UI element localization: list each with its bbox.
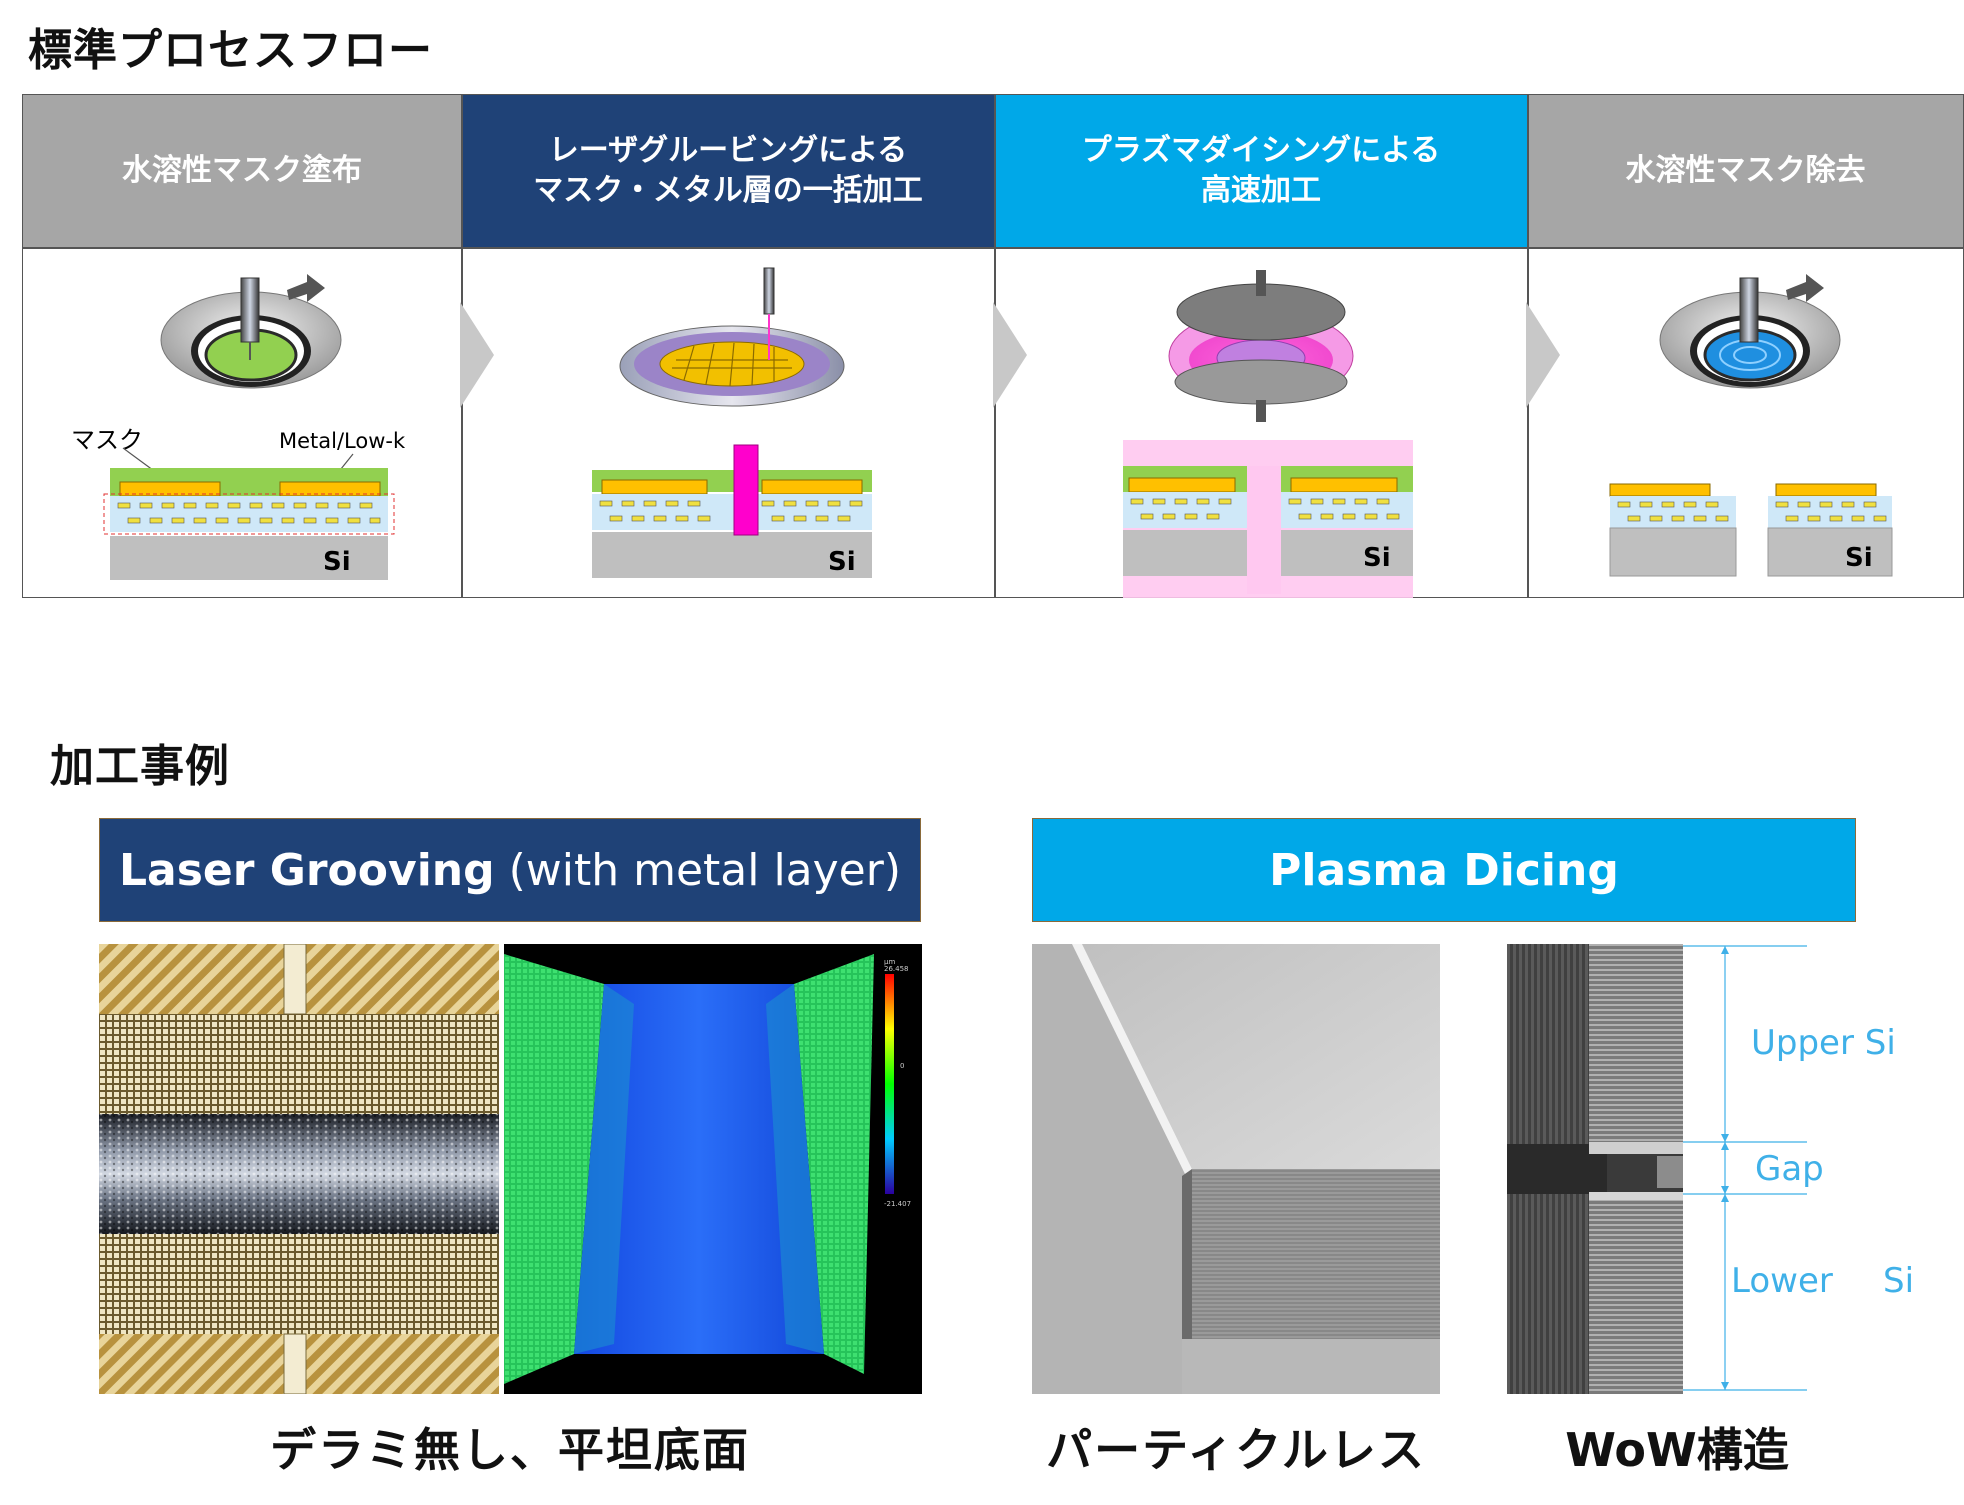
gap-label: Gap: [1755, 1149, 1824, 1189]
rinse-station-icon: [1659, 274, 1841, 389]
lower-si-label: Si: [1883, 1261, 1914, 1301]
laser-grooving-banner: Laser Grooving (with metal layer): [99, 818, 921, 922]
plasma-dicing-banner: Plasma Dicing: [1032, 818, 1856, 922]
si-label: Si: [1363, 543, 1391, 573]
laser-banner-rest: (with metal layer): [494, 844, 902, 896]
process-flow-title: 標準プロセスフロー: [28, 25, 433, 76]
plasma-diced-cross-section: Si: [1123, 440, 1413, 598]
flow-arrow-icon: [1526, 302, 1560, 408]
upper-si-label: Upper Si: [1751, 1023, 1896, 1063]
plasma-sem-corner-photo: [1032, 944, 1440, 1394]
step-4-diagram: Si: [1609, 274, 1893, 577]
flow-arrow-icon: [993, 302, 1027, 408]
metal-lowk-label: Metal/Low-k: [279, 429, 406, 453]
wow-dimension-annotation: Upper Si Gap Lower Si: [1683, 945, 1914, 1391]
flow-arrow-icon: [460, 302, 494, 408]
colorbar-max: 26.458: [884, 965, 909, 973]
step-2-diagram: Si: [592, 267, 872, 578]
process-flow-table: 水溶性マスク塗布 レーザグルービングによる マスク・メタル層の一括加工 プラズマ…: [22, 94, 1964, 598]
step-3-header: プラズマダイシングによる 高速加工: [995, 95, 1527, 247]
si-label: Si: [828, 547, 856, 577]
si-label: Si: [323, 547, 351, 577]
wow-caption: WoW構造: [1565, 1423, 1789, 1477]
colorbar-min: -21.407: [884, 1200, 911, 1208]
spin-coater-icon: [160, 274, 342, 389]
examples-title: 加工事例: [50, 741, 230, 792]
plasma-wow-sem-photo: [1507, 944, 1683, 1394]
grooved-stack-cross-section: Si: [592, 444, 872, 578]
laser-groove-microscope-photo: [99, 944, 499, 1394]
step-2-header: レーザグルービングによる マスク・メタル層の一括加工: [462, 95, 994, 247]
lower-label: Lower: [1731, 1261, 1833, 1301]
colorbar-mid: 0: [900, 1062, 904, 1070]
laser-caption: デラミ無し、平坦底面: [270, 1423, 750, 1477]
step-4-header: 水溶性マスク除去: [1528, 95, 1963, 247]
si-label: Si: [1845, 543, 1873, 573]
particleless-caption: パーティクルレス: [1046, 1423, 1426, 1477]
step-3-diagram: Si: [1123, 270, 1413, 598]
plasma-chamber-icon: [1168, 270, 1354, 422]
step-1-header: 水溶性マスク塗布: [23, 95, 461, 247]
laser-head-icon: [619, 267, 845, 407]
mask-label: マスク: [71, 426, 143, 454]
stack-cross-section: Si: [103, 468, 395, 580]
laser-banner-bold: Laser Grooving: [118, 844, 495, 896]
step-1-diagram: マスク Metal/Low-k Si: [71, 274, 406, 580]
cleaned-stack-cross-section: Si: [1609, 483, 1893, 577]
colorbar-unit: μm: [884, 958, 895, 966]
laser-groove-3d-profile: μm 26.458 0 -21.407: [504, 944, 922, 1394]
